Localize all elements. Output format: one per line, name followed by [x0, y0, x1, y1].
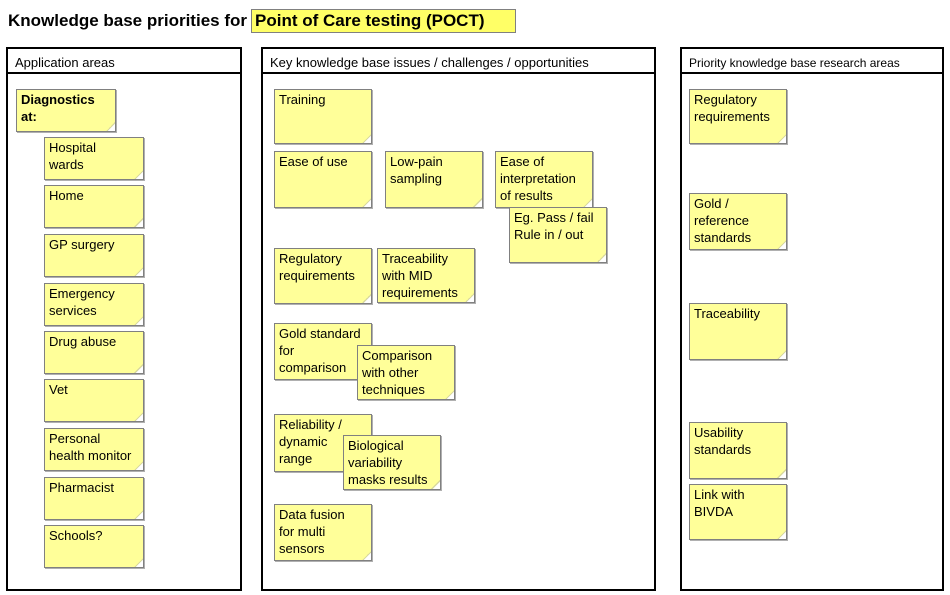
- note-research-bivda: Link with BIVDA: [689, 484, 787, 540]
- note-curl-corner: [362, 134, 371, 143]
- note-curl-corner: [362, 551, 371, 560]
- note-research-regulatory: Regulatory requirements: [689, 89, 787, 144]
- note-curl-corner: [134, 461, 143, 470]
- note-research-usability: Usability standards: [689, 422, 787, 479]
- note-curl-corner: [106, 122, 115, 131]
- note-ease-of-interpretation: Ease of interpretation of results: [495, 151, 593, 208]
- note-drug-abuse: Drug abuse: [44, 331, 144, 374]
- note-curl-corner: [134, 412, 143, 421]
- issues-header-text: Key knowledge base issues / challenges /…: [270, 55, 589, 70]
- note-gp-surgery: GP surgery: [44, 234, 144, 277]
- title-highlight: Point of Care testing (POCT): [251, 9, 516, 33]
- note-low-pain-sampling: Low-pain sampling: [385, 151, 483, 208]
- note-curl-corner: [134, 170, 143, 179]
- note-personal-health-monitor: Personal health monitor: [44, 428, 144, 471]
- note-comparison-techniques: Comparison with other techniques: [357, 345, 455, 400]
- application-areas-header: Application areas: [6, 47, 242, 74]
- note-curl-corner: [431, 480, 440, 489]
- note-curl-corner: [465, 293, 474, 302]
- title-prefix: Knowledge base priorities for: [8, 11, 247, 30]
- note-curl-corner: [134, 316, 143, 325]
- note-pharmacist: Pharmacist: [44, 477, 144, 520]
- note-home: Home: [44, 185, 144, 228]
- note-curl-corner: [597, 253, 606, 262]
- note-data-fusion: Data fusion for multi sensors: [274, 504, 372, 561]
- note-gold-standard: Gold standard for comparison: [274, 323, 372, 380]
- note-curl-corner: [134, 510, 143, 519]
- note-biological-variability: Biological variability masks results: [343, 435, 441, 490]
- research-header: Priority knowledge base research areas: [680, 47, 944, 74]
- note-ease-of-use: Ease of use: [274, 151, 372, 208]
- note-curl-corner: [134, 364, 143, 373]
- note-pass-fail: Eg. Pass / fail Rule in / out: [509, 207, 607, 263]
- application-areas-header-text: Application areas: [15, 55, 115, 70]
- note-curl-corner: [362, 294, 371, 303]
- note-curl-corner: [777, 530, 786, 539]
- page-title: Knowledge base priorities for Point of C…: [8, 9, 516, 33]
- note-curl-corner: [445, 390, 454, 399]
- note-hospital-wards: Hospital wards: [44, 137, 144, 180]
- research-header-text: Priority knowledge base research areas: [689, 56, 900, 70]
- note-vet: Vet: [44, 379, 144, 422]
- note-schools: Schools?: [44, 525, 144, 568]
- note-curl-corner: [134, 267, 143, 276]
- note-research-gold-reference: Gold / reference standards: [689, 193, 787, 250]
- note-training: Training: [274, 89, 372, 144]
- note-research-traceability: Traceability: [689, 303, 787, 360]
- note-diagnostics: Diagnostics at:: [16, 89, 116, 132]
- issues-header: Key knowledge base issues / challenges /…: [261, 47, 656, 74]
- note-curl-corner: [134, 218, 143, 227]
- note-regulatory-requirements: Regulatory requirements: [274, 248, 372, 304]
- note-curl-corner: [777, 469, 786, 478]
- note-traceability-mid: Traceability with MID requirements: [377, 248, 475, 303]
- note-curl-corner: [777, 134, 786, 143]
- note-curl-corner: [583, 198, 592, 207]
- note-curl-corner: [473, 198, 482, 207]
- note-curl-corner: [134, 558, 143, 567]
- note-curl-corner: [777, 350, 786, 359]
- note-emergency-services: Emergency services: [44, 283, 144, 326]
- note-curl-corner: [362, 198, 371, 207]
- note-curl-corner: [777, 240, 786, 249]
